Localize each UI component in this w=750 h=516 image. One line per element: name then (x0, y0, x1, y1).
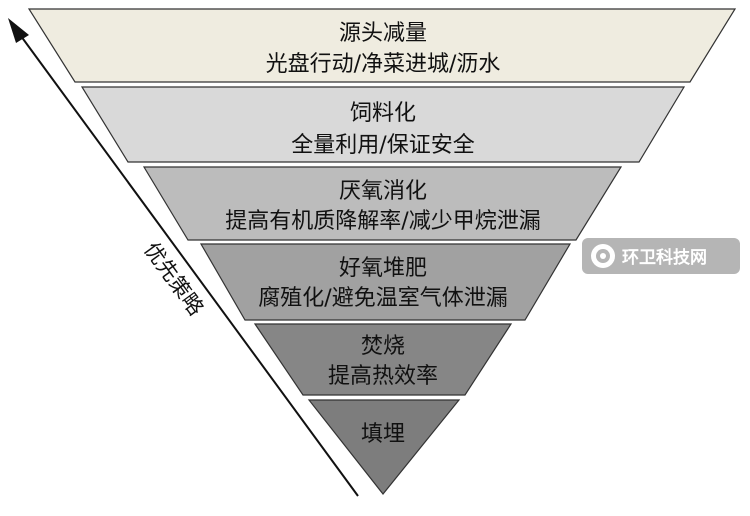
tier-3-shape (142, 166, 623, 241)
tier-4-detail: 腐殖化/避免温室气体泄漏 (258, 286, 507, 311)
tier-6: 填埋 (307, 399, 461, 495)
watermark: 环卫科技网 (582, 238, 740, 274)
tier-1: 源头减量 光盘行动/净菜进城/沥水 (27, 8, 737, 83)
tier-2-title: 饲料化 (350, 101, 416, 126)
tier-4-title: 好氧堆肥 (339, 256, 427, 281)
tier-4-shape (199, 243, 572, 321)
watermark-badge (582, 238, 740, 274)
tier-5-shape (253, 323, 513, 396)
tier-1-title: 源头减量 (339, 21, 427, 46)
tier-1-detail: 光盘行动/净菜进城/沥水 (266, 52, 501, 77)
tier-5-detail: 提高热效率 (328, 364, 438, 389)
watermark-text: 环卫科技网 (622, 247, 707, 268)
tier-1-shape (27, 8, 737, 83)
tier-3: 厌氧消化 提高有机质降解率/减少甲烷泄漏 (142, 166, 623, 241)
priority-arrow-line (17, 31, 359, 497)
tier-6-title: 填埋 (361, 422, 405, 447)
tier-2: 饲料化 全量利用/保证安全 (80, 86, 686, 163)
priority-arrow-head (8, 18, 29, 43)
tier-2-detail: 全量利用/保证安全 (291, 133, 474, 158)
tier-2-shape (80, 86, 686, 163)
tier-6-shape (307, 399, 461, 495)
tier-5: 焚烧 提高热效率 (253, 323, 513, 396)
tier-3-detail: 提高有机质降解率/减少甲烷泄漏 (225, 209, 540, 234)
tier-4: 好氧堆肥 腐殖化/避免温室气体泄漏 (199, 243, 572, 321)
watermark-logo-icon (591, 244, 615, 268)
tier-3-title: 厌氧消化 (339, 179, 427, 204)
tier-5-title: 焚烧 (361, 334, 405, 359)
